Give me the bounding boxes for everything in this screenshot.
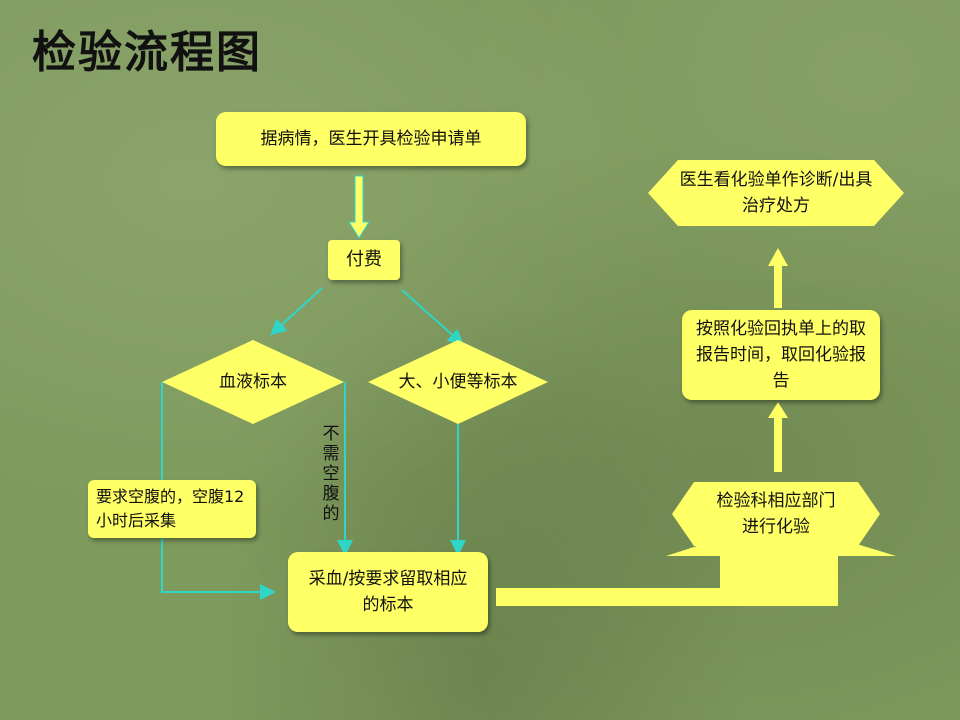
lab-label: 检验科相应部门进行化验 (716, 491, 836, 537)
arrow-report-to-diagnose (768, 248, 788, 308)
no-fasting-label: 不需空腹的 (322, 424, 340, 524)
pay-node: 付费 (328, 240, 400, 280)
connector-pay-to-blood (270, 287, 323, 336)
connector-pay-to-urine (401, 289, 464, 346)
diagnose-label: 医生看化验单作诊断/出具治疗处方 (679, 170, 873, 216)
request-label: 据病情，医生开具检验申请单 (260, 129, 482, 149)
lab-hexagon-shape (672, 482, 880, 546)
blood-label: 血液标本 (219, 372, 287, 392)
lab-node: 检验科相应部门进行化验 (672, 482, 880, 546)
blood-diamond-shape (162, 340, 344, 424)
diagnose-node: 医生看化验单作诊断/出具治疗处方 (648, 160, 904, 226)
diagnose-hexagon-shape (648, 160, 904, 226)
arrow-lab-to-report (768, 402, 788, 472)
blood-diamond: 血液标本 (162, 340, 344, 424)
page-title: 检验流程图 (32, 27, 262, 78)
collect-node: 采血/按要求留取相应的标本 (288, 552, 488, 632)
urine-stool-label: 大、小便等标本 (398, 372, 518, 392)
pay-label: 付费 (346, 249, 382, 270)
arrow-request-to-pay (348, 175, 370, 239)
fasting-note-node: 要求空腹的，空腹12小时后采集 (88, 480, 256, 538)
urine-stool-diamond-shape (368, 340, 548, 424)
collect-label: 采血/按要求留取相应的标本 (308, 569, 468, 615)
fasting-note-label: 要求空腹的，空腹12小时后采集 (96, 487, 245, 530)
connector-blood-to-collect (161, 382, 276, 600)
get-report-node: 按照化验回执单上的取报告时间，取回化验报告 (682, 310, 880, 400)
urine-stool-diamond: 大、小便等标本 (368, 340, 548, 424)
request-node: 据病情，医生开具检验申请单 (216, 112, 526, 166)
get-report-label: 按照化验回执单上的取报告时间，取回化验报告 (696, 319, 866, 391)
